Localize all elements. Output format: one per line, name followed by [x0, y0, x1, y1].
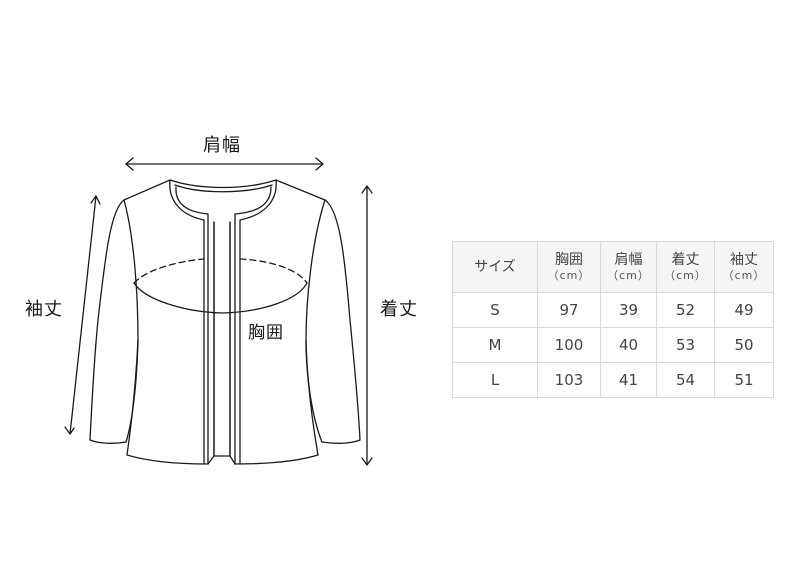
header-chest: 胸囲 （cm）	[537, 241, 601, 293]
cell-chest: 100	[537, 327, 601, 363]
cell-size: S	[452, 292, 538, 328]
cell-sleeve: 50	[714, 327, 774, 363]
header-label: 肩幅	[614, 252, 643, 268]
header-label: サイズ	[474, 258, 516, 275]
header-unit: （cm）	[607, 268, 650, 282]
cell-shoulder: 39	[600, 292, 657, 328]
header-sleeve: 袖丈 （cm）	[714, 241, 774, 293]
cell-length: 53	[656, 327, 715, 363]
cell-shoulder: 40	[600, 327, 657, 363]
table-row: S 97 39 52 49	[452, 292, 774, 328]
cell-size: M	[452, 327, 538, 363]
header-unit: （cm）	[547, 268, 591, 282]
table-row: M 100 40 53 50	[452, 327, 774, 363]
header-unit: （cm）	[664, 268, 707, 282]
body-length-label: 着丈	[380, 299, 418, 320]
cell-length: 52	[656, 292, 715, 328]
cell-sleeve: 49	[714, 292, 774, 328]
shoulder-width-label: 肩幅	[203, 135, 241, 156]
neckline-placket	[169, 179, 277, 465]
cell-chest: 103	[537, 362, 601, 398]
chest-circumference-ellipse	[133, 258, 308, 314]
sleeve-length-label: 袖丈	[25, 299, 63, 320]
cell-length: 54	[656, 362, 715, 398]
chest-label: 胸囲	[248, 323, 284, 343]
body-length-arrow-icon	[361, 185, 373, 466]
cell-sleeve: 51	[714, 362, 774, 398]
header-label: 着丈	[671, 252, 700, 268]
cell-size: L	[452, 362, 538, 398]
cell-shoulder: 41	[600, 362, 657, 398]
header-shoulder: 肩幅 （cm）	[600, 241, 657, 293]
header-unit: （cm）	[722, 268, 766, 282]
header-size: サイズ	[452, 241, 538, 293]
cell-chest: 97	[537, 292, 601, 328]
header-label: 胸囲	[555, 252, 583, 268]
cardigan-outline	[89, 179, 361, 465]
header-length: 着丈 （cm）	[656, 241, 715, 293]
sleeve-length-arrow-icon	[64, 195, 101, 435]
size-chart-table: サイズ 胸囲 （cm） 肩幅 （cm） 着丈 （cm） 袖丈 （cm） S 97	[452, 241, 774, 398]
header-label: 袖丈	[730, 252, 758, 268]
table-header-row: サイズ 胸囲 （cm） 肩幅 （cm） 着丈 （cm） 袖丈 （cm）	[452, 241, 774, 293]
shoulder-width-arrow-icon	[125, 157, 324, 171]
table-row: L 103 41 54 51	[452, 362, 774, 398]
